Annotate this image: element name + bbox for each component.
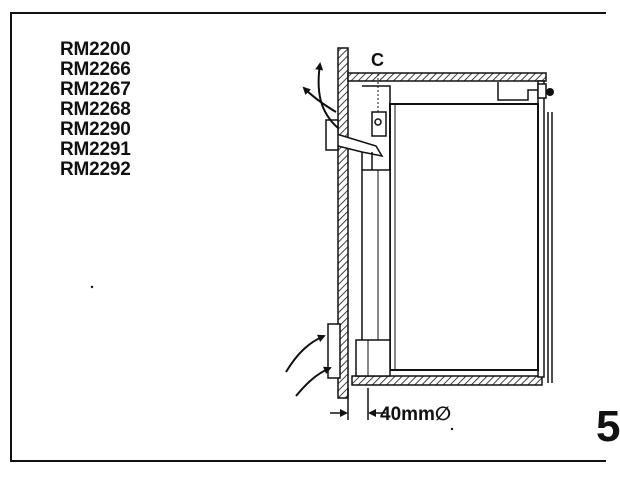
airflow-out-arrows: [302, 62, 339, 129]
model-item: RM2292: [60, 159, 131, 180]
label-c: C: [371, 50, 384, 70]
lower-vent: [327, 323, 341, 379]
top-right-fitting: [497, 82, 554, 101]
dimension-label: 40mm∅: [380, 404, 451, 425]
model-item: RM2290: [60, 119, 131, 140]
gap-dimension: 40mm∅: [330, 388, 451, 425]
model-item: RM2268: [60, 99, 131, 120]
figure-frame: [10, 12, 606, 462]
top-panel: [347, 72, 547, 82]
cooling-unit: [355, 85, 391, 377]
stray-mark: [450, 427, 454, 431]
flue-pipe: [325, 119, 384, 170]
stray-mark: [90, 285, 94, 289]
model-item: RM2267: [60, 79, 131, 100]
model-list: RM2200 RM2266 RM2267 RM2268 RM2290 RM229…: [60, 40, 131, 180]
model-item: RM2266: [60, 59, 131, 80]
cabinet-side: [537, 80, 553, 383]
component-c: C: [371, 50, 387, 137]
model-item: RM2291: [60, 139, 131, 160]
wall: [337, 47, 349, 399]
airflow-in-arrows: [285, 334, 332, 397]
bottom-panel: [351, 375, 543, 386]
page-number: 5: [596, 402, 620, 451]
appliance-body: [389, 103, 539, 371]
model-item: RM2200: [60, 39, 131, 60]
